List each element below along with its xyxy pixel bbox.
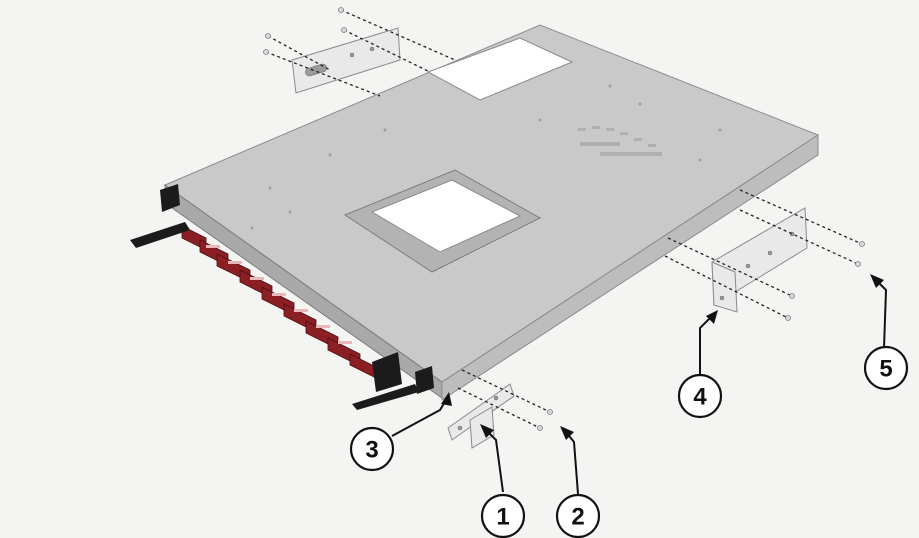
leader-2 (565, 431, 579, 495)
callout-leaders (391, 274, 888, 495)
screw-icon (859, 241, 865, 247)
callout-label: 1 (496, 504, 509, 531)
callout-3: 3 (349, 426, 395, 472)
leader-4 (699, 315, 713, 378)
screw-icon (547, 409, 553, 415)
screw-icon (855, 261, 861, 267)
screw-icon (263, 49, 269, 55)
brand-logo-emboss (578, 126, 662, 156)
screw-icon (785, 315, 791, 321)
arrow-icon (706, 310, 718, 324)
side-rack-mount-bracket (711, 207, 808, 313)
top-label-plate (370, 179, 522, 253)
chassis-side-panel (441, 134, 819, 401)
front-ports (181, 225, 377, 379)
arrow-icon (870, 274, 884, 288)
chassis-handles (130, 184, 434, 410)
leader-5 (875, 279, 888, 349)
screw-icon (789, 293, 795, 299)
leader-3 (391, 399, 447, 437)
screws (263, 7, 865, 431)
callout-5: 5 (863, 345, 909, 391)
callout-label: 5 (879, 356, 892, 383)
screw-icon (341, 27, 347, 33)
callout-label: 4 (693, 384, 707, 411)
rear-label-plate (426, 37, 574, 101)
callout-4: 4 (677, 373, 723, 419)
screw-icon (338, 7, 344, 13)
screw-icon (265, 33, 271, 39)
arrow-icon (441, 392, 452, 406)
chassis-illustration (130, 24, 820, 410)
arrow-icon (480, 424, 494, 438)
screw-icon (537, 425, 543, 431)
callout-label: 3 (365, 437, 378, 464)
callout-label: 2 (571, 504, 584, 531)
leader-1 (485, 429, 504, 493)
callout-2: 2 (555, 493, 601, 538)
front-ear-bracket (447, 383, 515, 449)
arrow-icon (560, 426, 574, 440)
callout-1: 1 (480, 493, 526, 538)
screw-alignment-lines (265, 9, 863, 429)
chassis-screw-dots (250, 84, 722, 230)
